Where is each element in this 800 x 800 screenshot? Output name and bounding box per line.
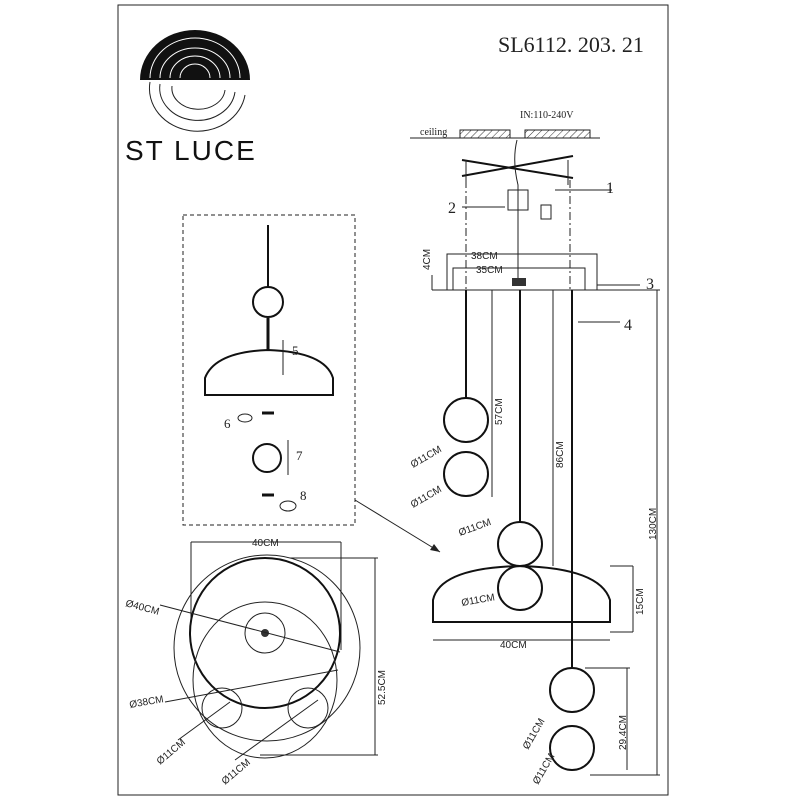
plan-depth-dim: 52.5CM	[377, 670, 388, 705]
shade-outline	[189, 557, 341, 709]
canopy-diameter: Ø38CM	[129, 694, 165, 711]
canopy-outer-dim: 38CM	[471, 251, 498, 262]
mounting-bracket	[461, 159, 574, 179]
canopy-inner-dim: 35CM	[476, 265, 503, 276]
detail-inset: 5 6 7 8	[182, 214, 441, 553]
brand-name: ST LUCE	[125, 135, 257, 166]
side-view: ceiling IN:110-240V 1 2 38CM 35CM 4CM 3 …	[409, 110, 660, 787]
callout-3: 3	[646, 276, 654, 293]
plan-width-dim: 40CM	[252, 538, 279, 549]
callout-7: 7	[296, 448, 303, 463]
shade-diameter: Ø40CM	[124, 598, 160, 618]
glass-ball	[549, 725, 595, 771]
callout-2: 2	[448, 200, 456, 217]
drawing-border	[117, 4, 669, 796]
ball-diameter: Ø11CM	[521, 717, 547, 752]
glass-ball	[497, 565, 543, 611]
terminal-block	[507, 189, 529, 211]
detail-shade	[204, 348, 334, 396]
canopy-outline	[192, 601, 338, 759]
glass-ball	[252, 286, 284, 318]
plan-view: 40CM 52.5CM Ø40CM Ø38CM Ø11CM Ø11CM	[124, 538, 388, 787]
right-length-dim: 130CM	[648, 508, 659, 540]
ball-diameter: Ø11CM	[155, 737, 188, 767]
voltage-label: IN:110-240V	[520, 110, 574, 121]
glass-ball	[252, 443, 282, 473]
shade-width-dim: 40CM	[500, 640, 527, 651]
left-length-dim: 57CM	[494, 398, 505, 425]
glass-ball	[497, 521, 543, 567]
ball-diameter: Ø11CM	[409, 444, 444, 470]
canopy-height-dim: 4CM	[422, 249, 433, 270]
mid-length-dim: 86CM	[555, 441, 566, 468]
ball-outline	[201, 687, 243, 729]
model-number: SL6112. 203. 21	[498, 32, 644, 57]
callout-8: 8	[300, 488, 307, 503]
dome-shade	[432, 564, 611, 623]
callout-5: 5	[292, 343, 299, 358]
pair-height-dim: 29.4CM	[618, 715, 629, 750]
callout-1: 1	[606, 180, 614, 197]
ball-diameter: Ø11CM	[220, 757, 253, 787]
glass-ball	[549, 667, 595, 713]
screw	[540, 204, 552, 220]
ball-diameter: Ø11CM	[461, 592, 496, 609]
ceiling-label: ceiling	[420, 127, 447, 138]
callout-6: 6	[224, 416, 231, 431]
st-luce-logo	[140, 30, 250, 132]
callout-4: 4	[624, 317, 632, 334]
ball-outline	[287, 687, 329, 729]
ball-diameter: Ø11CM	[409, 484, 444, 510]
glass-ball	[443, 451, 489, 497]
ball-diameter: Ø11CM	[531, 752, 557, 787]
glass-ball	[443, 397, 489, 443]
shade-height-dim: 15CM	[635, 588, 646, 615]
ball-diameter: Ø11CM	[457, 517, 492, 539]
